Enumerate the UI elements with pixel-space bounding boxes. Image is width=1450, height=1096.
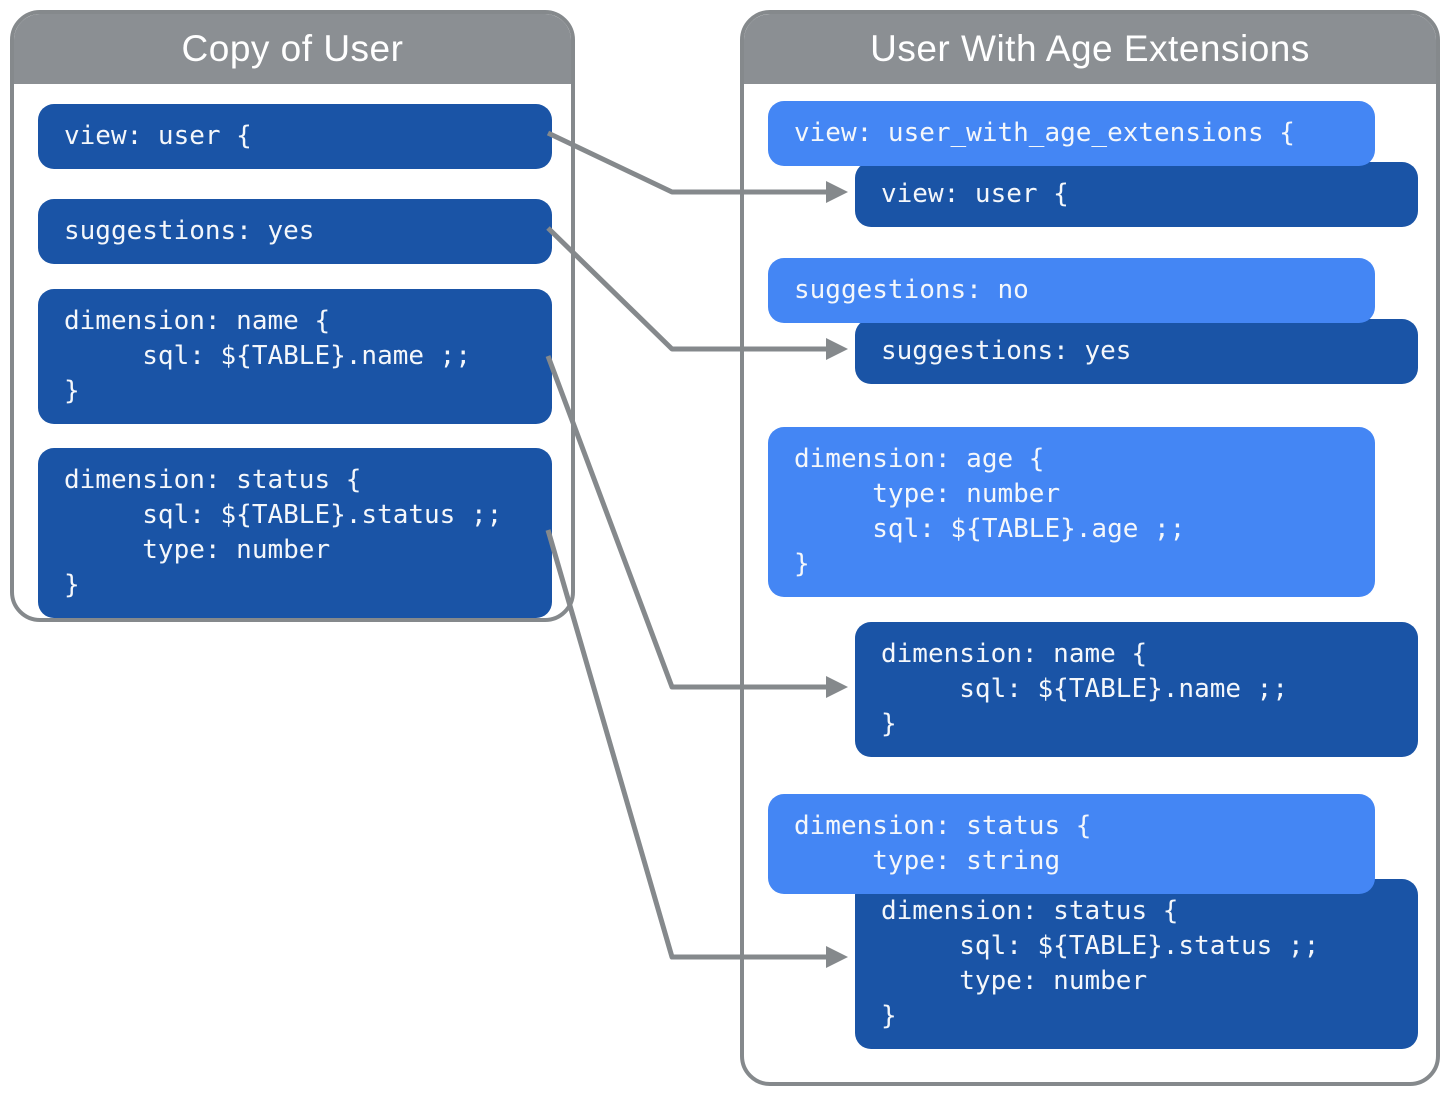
code-block-view-user: view: user {	[38, 104, 552, 169]
extension-code-block-dimension-age: dimension: age { type: number sql: ${TAB…	[768, 427, 1375, 597]
user-with-age-extensions-title: User With Age Extensions	[870, 28, 1310, 69]
user-with-age-extensions-header: User With Age Extensions	[744, 14, 1436, 84]
copy-of-user-panel: Copy of User view: user { suggestions: y…	[10, 10, 575, 622]
code-block-dimension-status: dimension: status { sql: ${TABLE}.status…	[38, 448, 552, 618]
original-code-block-suggestions-yes: suggestions: yes	[855, 319, 1418, 384]
original-code-block-dimension-name: dimension: name { sql: ${TABLE}.name ;; …	[855, 622, 1418, 757]
original-code-block-dimension-status: dimension: status { sql: ${TABLE}.status…	[855, 879, 1418, 1049]
user-with-age-extensions-panel: User With Age Extensions view: user { vi…	[740, 10, 1440, 1086]
override-code-block-view-extensions: view: user_with_age_extensions {	[768, 101, 1375, 166]
override-code-block-dimension-status: dimension: status { type: string	[768, 794, 1375, 894]
copy-of-user-header: Copy of User	[14, 14, 571, 84]
override-code-block-suggestions-no: suggestions: no	[768, 258, 1375, 323]
code-block-dimension-name: dimension: name { sql: ${TABLE}.name ;; …	[38, 289, 552, 424]
code-block-suggestions-yes: suggestions: yes	[38, 199, 552, 264]
original-code-block-view-user: view: user {	[855, 162, 1418, 227]
copy-of-user-title: Copy of User	[181, 28, 404, 69]
